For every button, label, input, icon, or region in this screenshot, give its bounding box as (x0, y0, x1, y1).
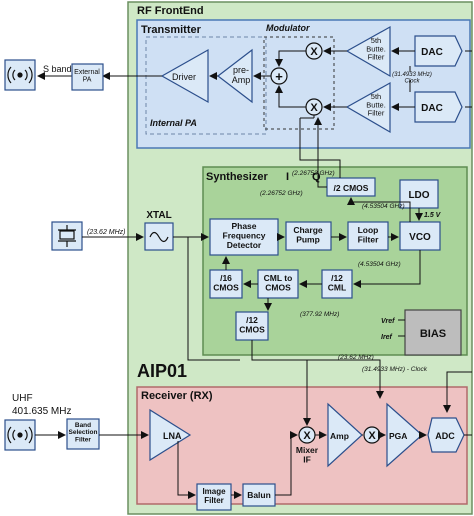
vco-label: VCO (409, 232, 431, 243)
external-pa (71, 63, 104, 91)
bias-block (404, 309, 462, 356)
ldo-label: LDO (408, 190, 429, 201)
freq-4535-top: (4.53504 GHz) (362, 203, 405, 210)
internal-pa-label: Internal PA (150, 118, 197, 128)
modulator-label: Modulator (266, 23, 310, 33)
receiver-panel (136, 386, 468, 505)
driver-amplifier (160, 48, 209, 104)
butterworth-filter-top (345, 25, 391, 78)
pga-label: PGA (389, 431, 407, 441)
lna-amplifier (149, 408, 192, 462)
freq-4535-mid: (4.53504 GHz) (358, 261, 401, 268)
sband-antenna-icon (7, 66, 33, 84)
image-filter (196, 483, 232, 511)
uhf-freq: 401.635 MHz (12, 406, 71, 417)
lna-label: LNA (163, 431, 182, 441)
rx-freq-2362: (23.62 MHz) (338, 354, 374, 361)
balun-label: Balun (247, 490, 271, 500)
transmitter-wires (102, 47, 472, 111)
freq-2267-top: (2.26752 GHz) (292, 170, 335, 177)
synthesizer-i-label: I (286, 171, 289, 183)
charge-pump (285, 221, 332, 251)
dac-top (414, 35, 463, 67)
phase-frequency-detector (209, 218, 279, 256)
iref-label: Iref (381, 334, 393, 341)
preamp-label: pre-Amp (232, 65, 251, 85)
div12-cmos (235, 311, 269, 341)
rx-mixer-2-symbol: X (368, 430, 376, 442)
butterworth-filter-bottom (345, 81, 391, 134)
sband-label: S band (43, 64, 72, 74)
ldo-voltage: 1.5 V (424, 212, 442, 219)
uhf-label: UHF (12, 393, 33, 404)
crystal-icon (58, 225, 76, 247)
dac-top-label: DAC (421, 47, 443, 58)
adder-symbol: + (275, 69, 283, 84)
receiver-title: Receiver (RX) (141, 390, 213, 402)
bias-label: BIAS (420, 328, 446, 340)
chip-name: AIP01 (137, 361, 187, 381)
uhf-antenna-icon (7, 426, 33, 444)
xtal-freq-label: (23.62 MHz) (87, 229, 126, 236)
pga-amplifier (386, 402, 423, 468)
rx-clock-note: (31.4933 MHz) - Clock (362, 366, 428, 373)
if-amp-label: Amp (330, 431, 349, 441)
rf-frontend-title: RF FrontEnd (137, 5, 204, 17)
transmitter-title: Transmitter (141, 24, 202, 36)
dac-bottom (414, 91, 463, 123)
preamp-amplifier (217, 48, 253, 104)
if-amplifier (327, 402, 363, 468)
clock-wires (443, 371, 472, 413)
vco (399, 221, 441, 251)
xtal-sine-icon (149, 231, 169, 243)
adc-label: ADC (435, 431, 455, 441)
internal-pa-area (145, 36, 267, 135)
synthesizer-q-label: Q (312, 171, 321, 183)
band-selection-filter (66, 418, 100, 450)
tx-mixer-q-symbol: X (310, 102, 318, 114)
synthesizer-wires (173, 115, 423, 399)
div16-cmos (209, 269, 243, 299)
adc (427, 417, 465, 453)
tx-clock-note: (31.4933 MHz)Clock (392, 72, 432, 85)
driver-label: Driver (172, 72, 196, 82)
tx-mixer-i-symbol: X (310, 46, 318, 58)
dac-bottom-label: DAC (421, 103, 443, 114)
cml-to-cmos (257, 269, 299, 299)
xtal-label: XTAL (146, 210, 171, 221)
bias-wires (398, 319, 405, 337)
rx-mixer-symbol: X (303, 430, 311, 442)
div2-cmos-label: /2 CMOS (334, 183, 369, 193)
receiver-wires (35, 360, 472, 499)
synthesizer-title: Synthesizer (206, 171, 268, 183)
vref-label: Vref (381, 318, 395, 325)
modulator-area (263, 36, 335, 130)
freq-2267-left: (2.26752 GHz) (260, 190, 303, 197)
freq-377: (377.92 MHz) (300, 311, 339, 318)
loop-filter (347, 221, 389, 251)
